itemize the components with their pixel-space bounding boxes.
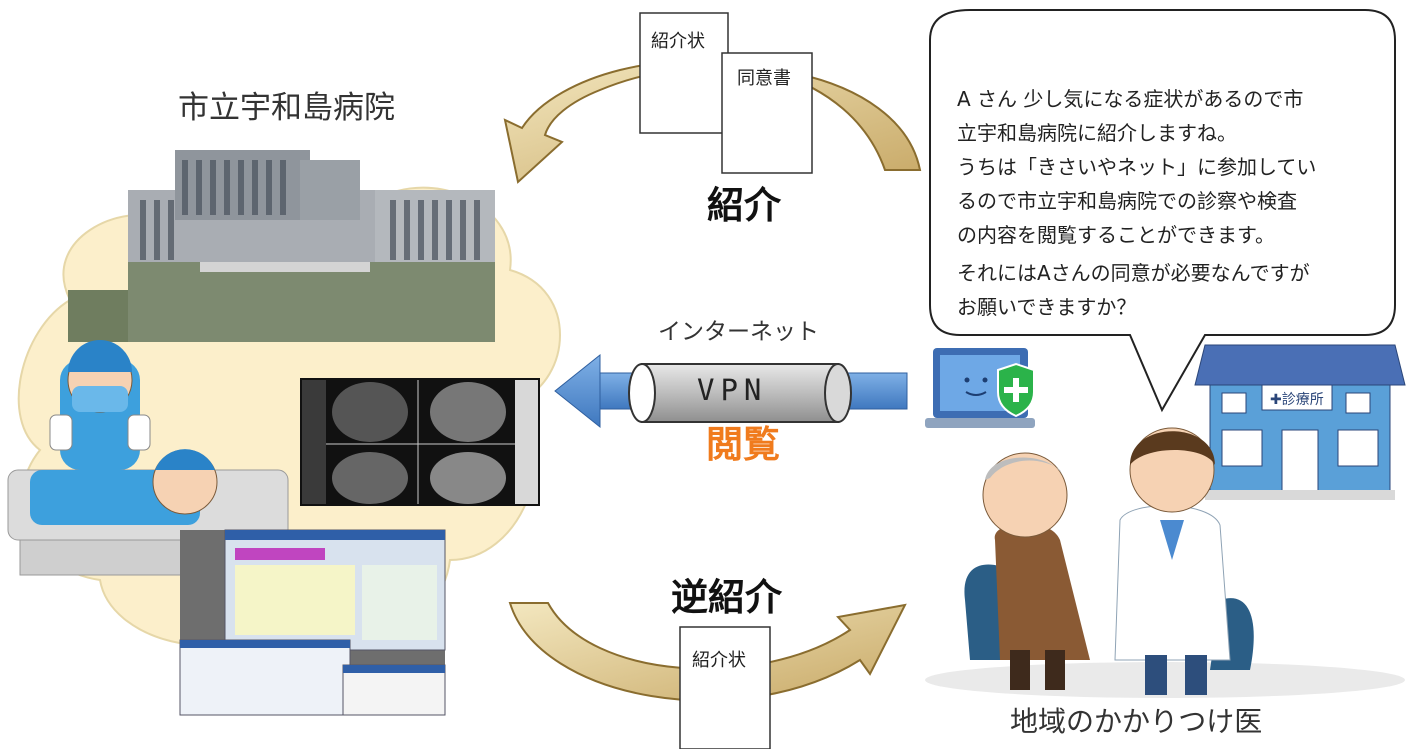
speech-line: それにはAさんの同意が必要なんですが xyxy=(957,261,1310,285)
speech-line: の内容を閲覧することができます。 xyxy=(957,223,1275,247)
reverse-referral-arrow xyxy=(508,602,907,702)
speech-line: A さん 少し気になる症状があるので市 xyxy=(957,87,1304,111)
hospital-building-image xyxy=(68,150,495,342)
emr-screenshot xyxy=(179,529,446,716)
hospital-name: 市立宇和島病院 xyxy=(178,90,395,126)
vpn-pipe xyxy=(628,363,852,423)
secure-laptop-icon xyxy=(925,348,1035,428)
speech-line: 立宇和島病院に紹介しますね。 xyxy=(957,121,1237,145)
speech-bubble-text: A さん 少し気になる症状があるので市 立宇和島病院に紹介しますね。 うちは「き… xyxy=(957,82,1387,324)
referral-letter-text: 紹介状 xyxy=(651,31,705,52)
doctor-patient-illustration xyxy=(925,427,1405,698)
consent-form-text: 同意書 xyxy=(737,68,791,89)
consent-form-doc xyxy=(721,52,813,174)
internet-label: インターネット xyxy=(658,319,819,345)
referral-letter-doc xyxy=(639,12,729,134)
speech-line: うちは「きさいやネット」に参加してい xyxy=(957,155,1317,179)
view-label: 閲覧 xyxy=(706,423,780,466)
reverse-referral-letter-doc xyxy=(679,626,771,749)
surgery-illustration xyxy=(7,340,289,576)
reverse-referral-letter-text: 紹介状 xyxy=(692,650,746,671)
clinic-caption: 地域のかかりつけ医 xyxy=(1010,705,1263,738)
referral-label: 紹介 xyxy=(707,184,781,227)
reverse-referral-label: 逆紹介 xyxy=(671,576,782,619)
speech-bubble xyxy=(929,9,1396,413)
clinic-building xyxy=(1194,344,1406,500)
speech-line: るので市立宇和島病院での診察や検査 xyxy=(957,189,1297,213)
vpn-label: VPN xyxy=(697,373,768,407)
speech-line: お願いできますか？ xyxy=(957,295,1137,319)
clinic-sign: ✚診療所 xyxy=(1270,392,1324,408)
mri-viewer-screenshot xyxy=(300,378,540,506)
